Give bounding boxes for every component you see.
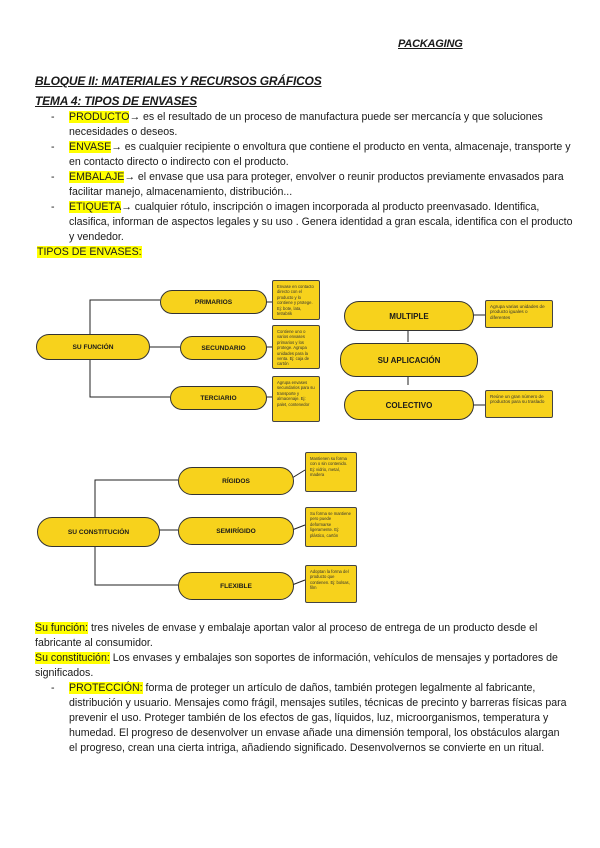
definition-item: -PRODUCTO→ es el resultado de un proceso… <box>51 111 543 138</box>
document-title: PACKAGING <box>398 38 463 50</box>
label-su-funcion: Su función: <box>35 622 89 634</box>
proteccion-list: -PROTECCIÓN: forma de proteger un artícu… <box>37 681 570 756</box>
term-etiqueta: ETIQUETA <box>69 201 122 213</box>
paragraph-constitucion: Su constitución: Los envases y embalajes… <box>35 651 570 681</box>
label-proteccion: PROTECCIÓN: <box>69 682 143 694</box>
definition-item: -ETIQUETA→ cualquier rótulo, inscripción… <box>51 201 573 243</box>
node-terciario: TERCIARIO <box>170 386 267 410</box>
definition-text: → cualquier rótulo, inscripción o imagen… <box>69 201 573 243</box>
note-multiple: Agrupa varias unidades de producto igual… <box>485 300 553 328</box>
text-su-funcion: tres niveles de envase y embalaje aporta… <box>35 622 538 649</box>
node-semirigido: SEMIRÍGIDO <box>178 517 294 545</box>
text-su-constitucion: Los envases y embalajes son soportes de … <box>35 652 558 679</box>
tema-heading: TEMA 4: TIPOS DE ENVASES <box>35 94 197 108</box>
note-colectivo: Reúne un gran número de productos para s… <box>485 390 553 418</box>
note-secundario: Contiene uno o varios envases primarios … <box>272 325 320 369</box>
note-semirigido: Su forma se mantiene pero puede deformar… <box>305 507 357 547</box>
text-proteccion: forma de proteger un artículo de daños, … <box>69 682 567 754</box>
node-secundario: SECUNDARIO <box>180 336 267 360</box>
definition-item: -ENVASE→ es cualquier recipiente o envol… <box>51 141 571 168</box>
tipos-label: TIPOS DE ENVASES: <box>37 246 142 258</box>
term-producto: PRODUCTO <box>69 111 130 123</box>
node-primarios: PRIMARIOS <box>160 290 267 314</box>
definition-text: → es cualquier recipiente o envoltura qu… <box>69 141 571 168</box>
label-su-constitucion: Su constitución: <box>35 652 110 664</box>
proteccion-item: -PROTECCIÓN: forma de proteger un artícu… <box>51 682 567 754</box>
term-envase: ENVASE <box>69 141 112 153</box>
note-flexible: Adoptan la forma del producto que contie… <box>305 565 357 603</box>
note-rigidos: Mantienen su forma con o sin contenido. … <box>305 452 357 492</box>
node-rigidos: RÍGIDOS <box>178 467 294 495</box>
node-colectivo: COLECTIVO <box>344 390 474 420</box>
paragraph-funcion: Su función: tres niveles de envase y emb… <box>35 621 570 651</box>
node-su-constitucion: SU CONSTITUCIÓN <box>37 517 160 547</box>
definition-text: → es el resultado de un proceso de manuf… <box>69 111 543 138</box>
node-multiple: MULTIPLE <box>344 301 474 331</box>
bloque-heading: BLOQUE II: MATERIALES Y RECURSOS GRÁFICO… <box>35 74 322 88</box>
node-su-aplicacion: SU APLICACIÓN <box>340 343 478 377</box>
note-primarios: Envase en contacto directo con el produc… <box>272 280 320 320</box>
definitions-list: -PRODUCTO→ es el resultado de un proceso… <box>37 110 577 245</box>
node-su-funcion: SU FUNCIÓN <box>36 334 150 360</box>
definition-item: -EMBALAJE→ el envase que usa para proteg… <box>51 171 564 198</box>
note-terciario: Agrupa envases secundarios para su trans… <box>272 376 320 422</box>
definition-text: → el envase que usa para proteger, envol… <box>69 171 564 198</box>
term-embalaje: EMBALAJE <box>69 171 125 183</box>
node-flexible: FLEXIBLE <box>178 572 294 600</box>
